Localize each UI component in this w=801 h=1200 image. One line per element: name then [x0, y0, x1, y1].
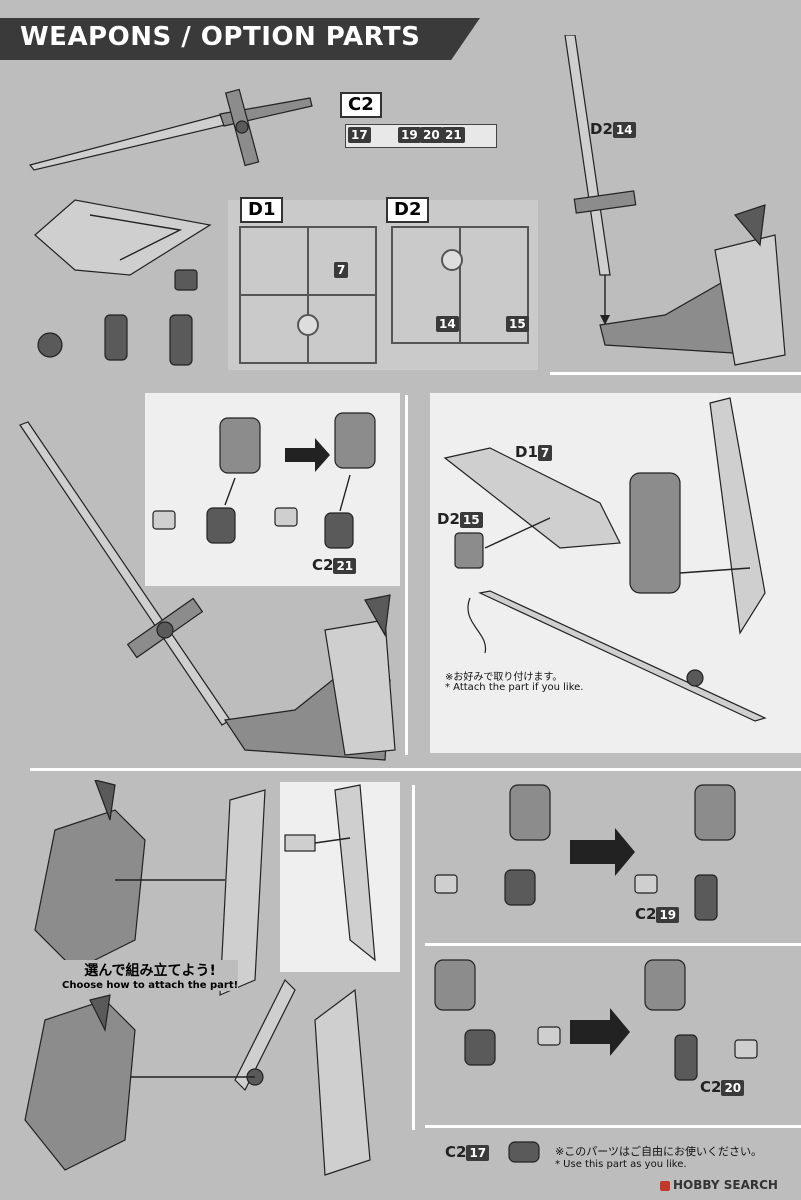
runner-d2-frame	[391, 226, 529, 344]
divider-right-panels	[425, 943, 801, 946]
watermark: HOBBY SEARCH	[660, 1178, 778, 1192]
robot-sword-mid-left	[19, 421, 396, 761]
c2-part-21: 21	[442, 127, 465, 143]
divider-bottom-note	[425, 1125, 801, 1128]
c2-part-20: 20	[420, 127, 443, 143]
hand-swap-c2-21-illustration	[152, 412, 376, 549]
runner-area	[228, 200, 538, 370]
runner-c2-strip: 17 19 20 21	[345, 124, 497, 148]
part-17-illustration	[508, 1141, 540, 1163]
c2-part-17: 17	[348, 127, 371, 143]
d2-part-15: 15	[506, 316, 529, 332]
header-bar	[0, 18, 480, 60]
c2-part-19: 19	[398, 127, 421, 143]
attach-note-en: * Attach the part if you like.	[445, 682, 584, 693]
sword-illustration	[28, 88, 313, 171]
runner-c2-title: C2	[340, 92, 382, 118]
choose-note: 選んで組み立てよう! Choose how to attach the part…	[62, 960, 239, 991]
hand-swap-c2-20-illustration	[434, 959, 758, 1081]
divider-bottom-section	[30, 768, 801, 771]
mid-left-divider	[405, 395, 408, 755]
divider-right-column	[412, 785, 415, 1130]
use-note-en: * Use this part as you like.	[555, 1159, 687, 1170]
robot-holding-sword-top	[564, 35, 786, 366]
d2-part-14: 14	[436, 316, 459, 332]
divider-top-right	[550, 372, 801, 375]
runner-d1-title: D1	[240, 197, 284, 223]
small-parts-illustration	[37, 269, 198, 366]
shield-illustration	[34, 199, 212, 276]
d1-part-7: 7	[334, 262, 349, 278]
shield-assembly-illustration	[443, 397, 767, 722]
shield-mount-illustration	[24, 780, 376, 1176]
attach-note-jp: ※お好みで取り付けます。	[445, 672, 563, 683]
hand-swap-c2-19-illustration	[434, 784, 736, 921]
choose-note-jp: 選んで組み立てよう!	[84, 963, 216, 979]
watermark-icon	[660, 1180, 670, 1191]
runner-d1-frame	[239, 226, 377, 364]
choose-note-en: Choose how to attach the part!	[62, 980, 239, 991]
runner-d2-title: D2	[386, 197, 430, 223]
use-note-jp: ※このパーツはご自由にお使いください。	[555, 1145, 762, 1158]
page-title: WEAPONS / OPTION PARTS	[20, 22, 421, 52]
